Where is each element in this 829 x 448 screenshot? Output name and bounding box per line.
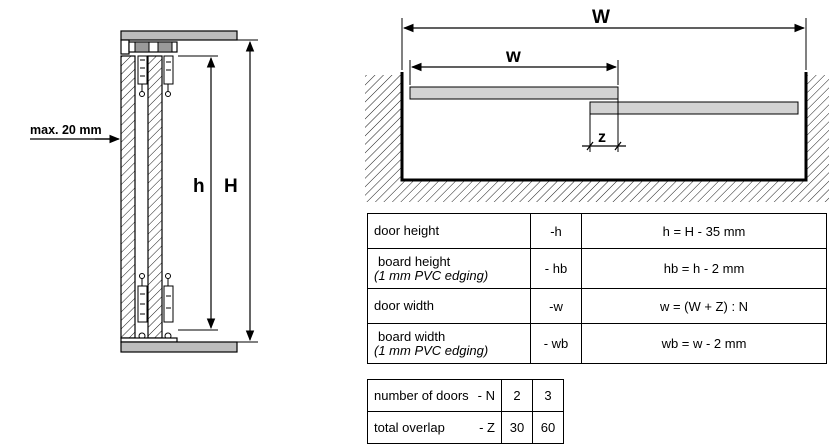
bottom-rail-channel — [120, 337, 178, 343]
H-dimension-label: H — [224, 176, 238, 197]
row-value: 3 — [532, 379, 564, 412]
row-value: 60 — [532, 411, 564, 444]
door-panel-front — [120, 55, 136, 339]
row-name-main: board width — [378, 328, 446, 344]
table-row: board height (1 mm PVC edging) - hb hb =… — [367, 248, 827, 289]
row-symbol: - N — [471, 379, 502, 412]
back-door-board — [589, 101, 799, 115]
formula-table: door height -h h = H - 35 mm board heigh… — [367, 213, 827, 364]
front-door-board — [409, 86, 619, 100]
h-dimension-label: h — [193, 176, 205, 197]
row-formula: wb = w - 2 mm — [581, 323, 827, 364]
top-rail-flange — [120, 39, 130, 55]
door-panel-back — [147, 55, 163, 339]
table-row: number of doors - N 2 3 — [367, 379, 564, 412]
bottom-rail — [120, 341, 238, 353]
max-gap-label: max. 20 mm — [30, 123, 102, 137]
row-name: board height (1 mm PVC edging) — [367, 248, 531, 289]
row-name-sub: (1 mm PVC edging) — [374, 267, 489, 283]
left-wall-hatch — [365, 75, 402, 180]
top-carriage-back — [157, 41, 174, 97]
bottom-wall-hatch — [365, 180, 829, 202]
row-formula: h = H - 35 mm — [581, 213, 827, 249]
side-view: max. 20 mm h H — [30, 30, 258, 353]
W-dimension-label: W — [592, 7, 610, 28]
w-dimension-label: w — [505, 46, 521, 67]
bottom-roller-front — [137, 273, 148, 340]
row-name-sub: (1 mm PVC edging) — [374, 342, 489, 358]
table-row: total overlap - Z 30 60 — [367, 411, 564, 444]
row-name: door width — [367, 288, 531, 324]
row-symbol: - Z — [471, 411, 502, 444]
top-view: W w z — [365, 7, 829, 202]
row-value: 30 — [501, 411, 533, 444]
row-formula: w = (W + Z) : N — [581, 288, 827, 324]
top-carriage-front — [134, 41, 150, 97]
row-symbol: -w — [530, 288, 582, 324]
overlap-table: number of doors - N 2 3 total overlap - … — [367, 379, 564, 444]
row-name: door height — [367, 213, 531, 249]
row-symbol: - wb — [530, 323, 582, 364]
top-rail-channel — [128, 41, 178, 53]
z-dimension-label: z — [598, 129, 606, 146]
right-wall-hatch — [806, 75, 829, 180]
row-symbol: - hb — [530, 248, 582, 289]
top-rail — [120, 30, 238, 41]
table-row: door width -w w = (W + Z) : N — [367, 288, 827, 324]
row-name-main: board height — [378, 253, 451, 269]
table-row: board width (1 mm PVC edging) - wb wb = … — [367, 323, 827, 364]
row-formula: hb = h - 2 mm — [581, 248, 827, 289]
row-value: 2 — [501, 379, 533, 412]
row-name: board width (1 mm PVC edging) — [367, 323, 531, 364]
bottom-roller-back — [163, 273, 174, 340]
row-symbol: -h — [530, 213, 582, 249]
row-name: total overlap — [367, 411, 471, 444]
table-row: door height -h h = H - 35 mm — [367, 213, 827, 249]
row-name: number of doors — [367, 379, 471, 412]
